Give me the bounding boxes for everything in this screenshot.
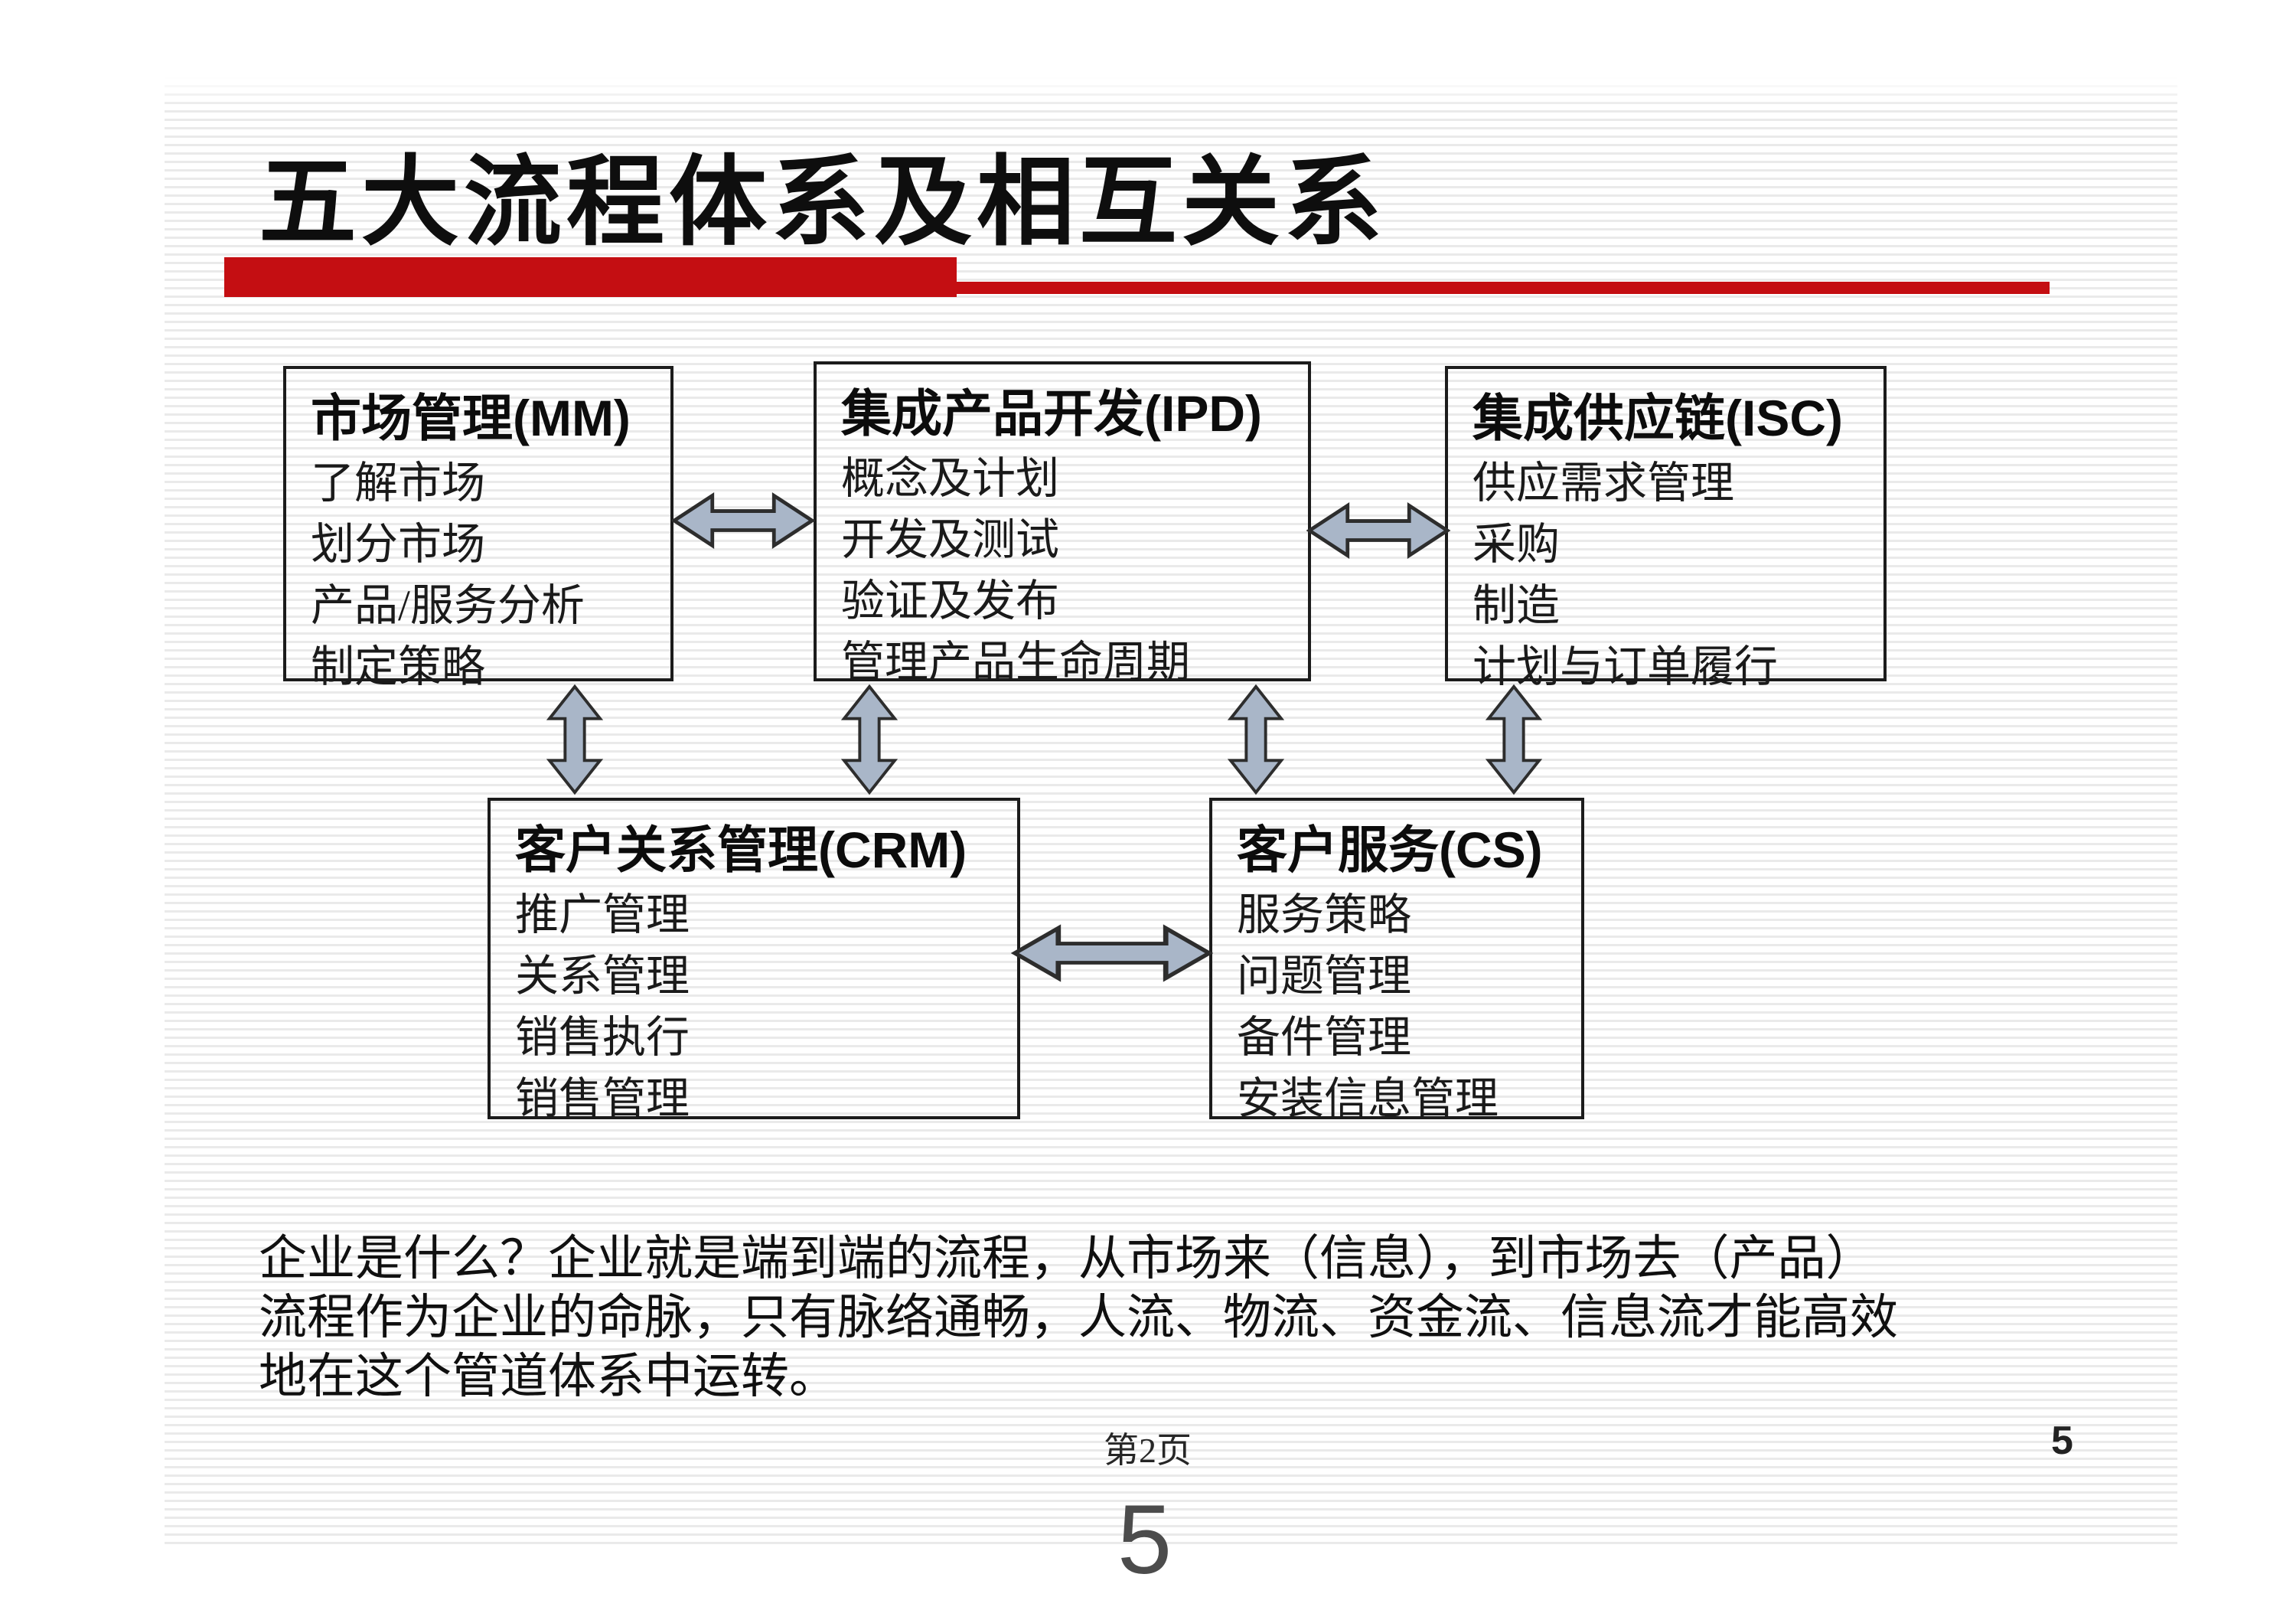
- box-item: 开发及测试: [841, 516, 1059, 564]
- box-item: 概念及计划: [841, 455, 1059, 503]
- double-arrow-ipd-isc-icon: [1306, 501, 1451, 560]
- double-arrow-mm-crm-icon: [546, 684, 604, 795]
- box-item: 了解市场: [311, 459, 485, 508]
- box-item: 备件管理: [1237, 1014, 1411, 1062]
- box-item: 验证及发布: [841, 577, 1059, 625]
- footer-page-number: 5: [2051, 1419, 2073, 1463]
- box-item: 服务策略: [1237, 891, 1411, 939]
- box-title: 客户关系管理(CRM): [515, 821, 967, 878]
- box-item: 划分市场: [311, 521, 485, 569]
- box-item: 推广管理: [515, 891, 690, 939]
- box-item: 供应需求管理: [1473, 459, 1734, 508]
- double-arrow-ipd-crm-icon: [840, 684, 899, 795]
- box-title: 客户服务(CS): [1237, 821, 1543, 878]
- big-page-number: 5: [1117, 1485, 1172, 1595]
- box-item: 制造: [1473, 582, 1560, 630]
- box-market-management: 市场管理(MM) 了解市场 划分市场 产品/服务分析 制定策略: [283, 366, 673, 691]
- box-item: 关系管理: [515, 952, 690, 1001]
- box-integrated-product-development: 集成产品开发(IPD) 概念及计划 开发及测试 验证及发布 管理产品生命周期: [814, 361, 1311, 687]
- paragraph-line: 企业是什么？企业就是端到端的流程，从市场来（信息），到市场去（产品）: [259, 1232, 1874, 1285]
- slide-title: 五大流程体系及相互关系: [259, 149, 1388, 257]
- box-item: 销售管理: [515, 1075, 690, 1123]
- footer-page-label: 第2页: [1104, 1431, 1192, 1470]
- box-item: 管理产品生命周期: [841, 638, 1190, 687]
- box-item: 销售执行: [515, 1014, 690, 1062]
- box-integrated-supply-chain: 集成供应链(ISC) 供应需求管理 采购 制造 计划与订单履行: [1445, 366, 1887, 691]
- paragraph-line: 地在这个管道体系中运转。: [259, 1350, 837, 1403]
- paragraph-line: 流程作为企业的命脉，只有脉络通畅，人流、物流、资金流、信息流才能高效: [259, 1291, 1898, 1344]
- box-item: 计划与订单履行: [1473, 643, 1778, 691]
- double-arrow-crm-cs-icon: [1010, 924, 1214, 982]
- double-arrow-ipd-cs-icon: [1227, 684, 1285, 795]
- box-item: 问题管理: [1237, 952, 1411, 1001]
- box-title: 集成供应链(ISC): [1473, 390, 1843, 446]
- body-paragraph: 企业是什么？企业就是端到端的流程，从市场来（信息），到市场去（产品） 流程作为企…: [259, 1229, 2080, 1406]
- box-customer-relationship-management: 客户关系管理(CRM) 推广管理 关系管理 销售执行 销售管理: [488, 798, 1020, 1123]
- box-item: 产品/服务分析: [311, 582, 585, 630]
- title-underline-thick: [224, 257, 957, 297]
- box-item: 采购: [1473, 521, 1560, 569]
- striped-background: [165, 77, 2177, 1546]
- box-item: 安装信息管理: [1237, 1075, 1499, 1123]
- title-underline-thin: [957, 282, 2050, 294]
- double-arrow-isc-cs-icon: [1485, 684, 1543, 795]
- box-title: 市场管理(MM): [311, 390, 631, 446]
- box-item: 制定策略: [311, 643, 485, 691]
- box-customer-service: 客户服务(CS) 服务策略 问题管理 备件管理 安装信息管理: [1209, 798, 1584, 1123]
- box-title: 集成产品开发(IPD): [841, 385, 1262, 442]
- double-arrow-mm-ipd-icon: [670, 491, 816, 550]
